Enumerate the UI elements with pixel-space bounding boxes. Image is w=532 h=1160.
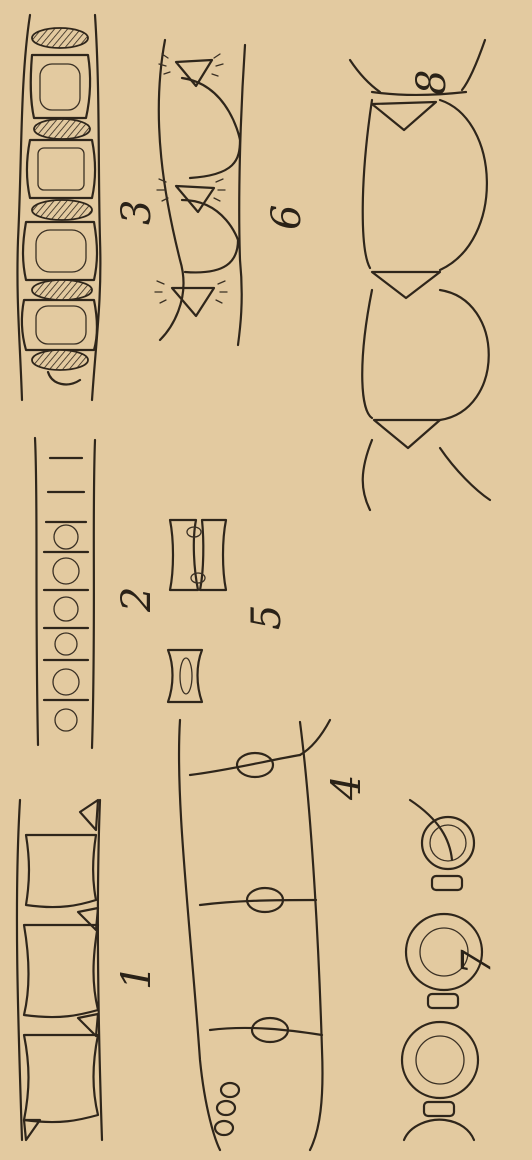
panel-label-5: 5	[244, 605, 290, 630]
panel-label-8: 8	[409, 70, 455, 95]
panel-label-3: 3	[114, 200, 160, 225]
panel-label-6: 6	[264, 205, 310, 230]
panel-label-4: 4	[324, 775, 370, 801]
panel-label-7: 7	[454, 949, 500, 975]
panel-label-1: 1	[114, 965, 160, 990]
panel-label-2: 2	[114, 587, 160, 613]
